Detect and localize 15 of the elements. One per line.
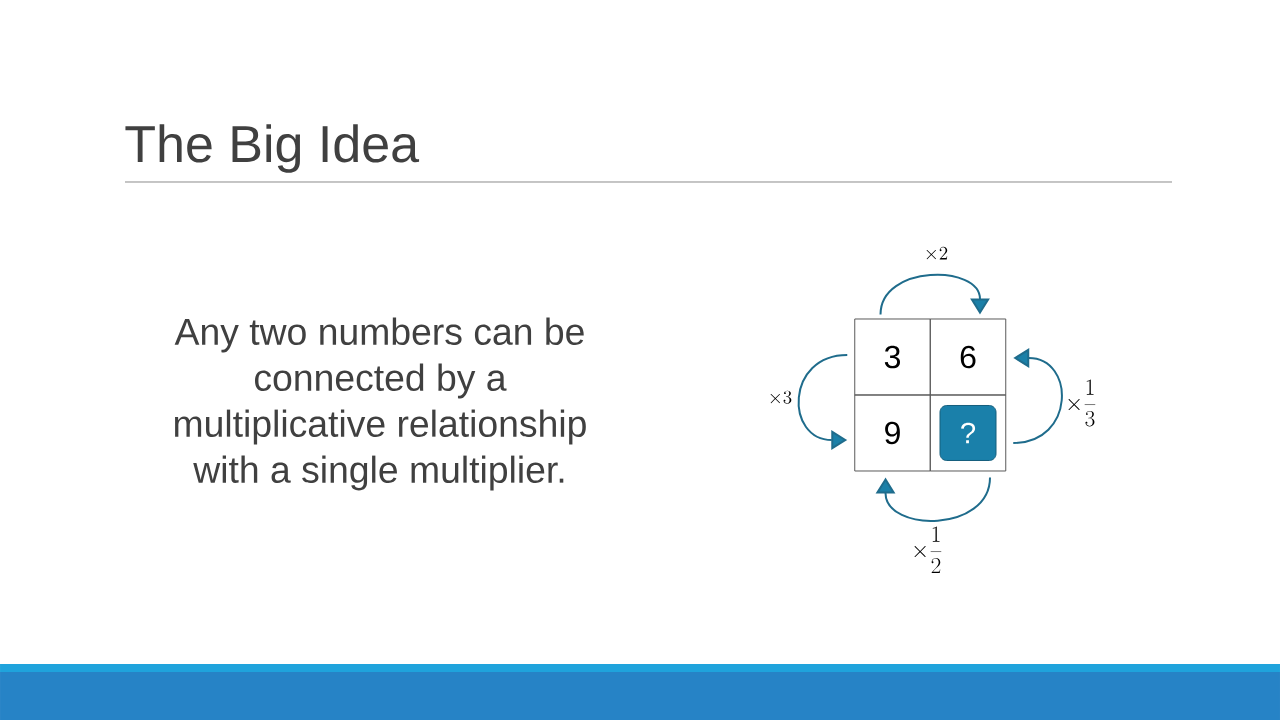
question-box: ? — [939, 405, 997, 461]
edge-label: $\times \frac{1}{2}$ — [909, 525, 945, 575]
title: The Big Idea — [125, 124, 420, 173]
grid-cell — [929, 394, 1007, 472]
grid-cell: 6 — [929, 318, 1007, 396]
grid-cell: 3 — [854, 318, 931, 396]
body-text: Any two numbers can be connected by a multiplicative relationship with a single multiplier. — [174, 317, 586, 491]
edge-label: $\times 3$ — [766, 389, 794, 407]
grid-cell: 9 — [854, 394, 931, 472]
curved-arrow — [1012, 348, 1063, 444]
curved-arrow — [875, 476, 991, 522]
curved-arrow — [879, 273, 990, 316]
edge-label: $\times \frac{1}{3}$ — [1063, 378, 1099, 428]
curved-arrow — [797, 354, 849, 450]
edge-label: $\times 2$ — [922, 245, 950, 263]
